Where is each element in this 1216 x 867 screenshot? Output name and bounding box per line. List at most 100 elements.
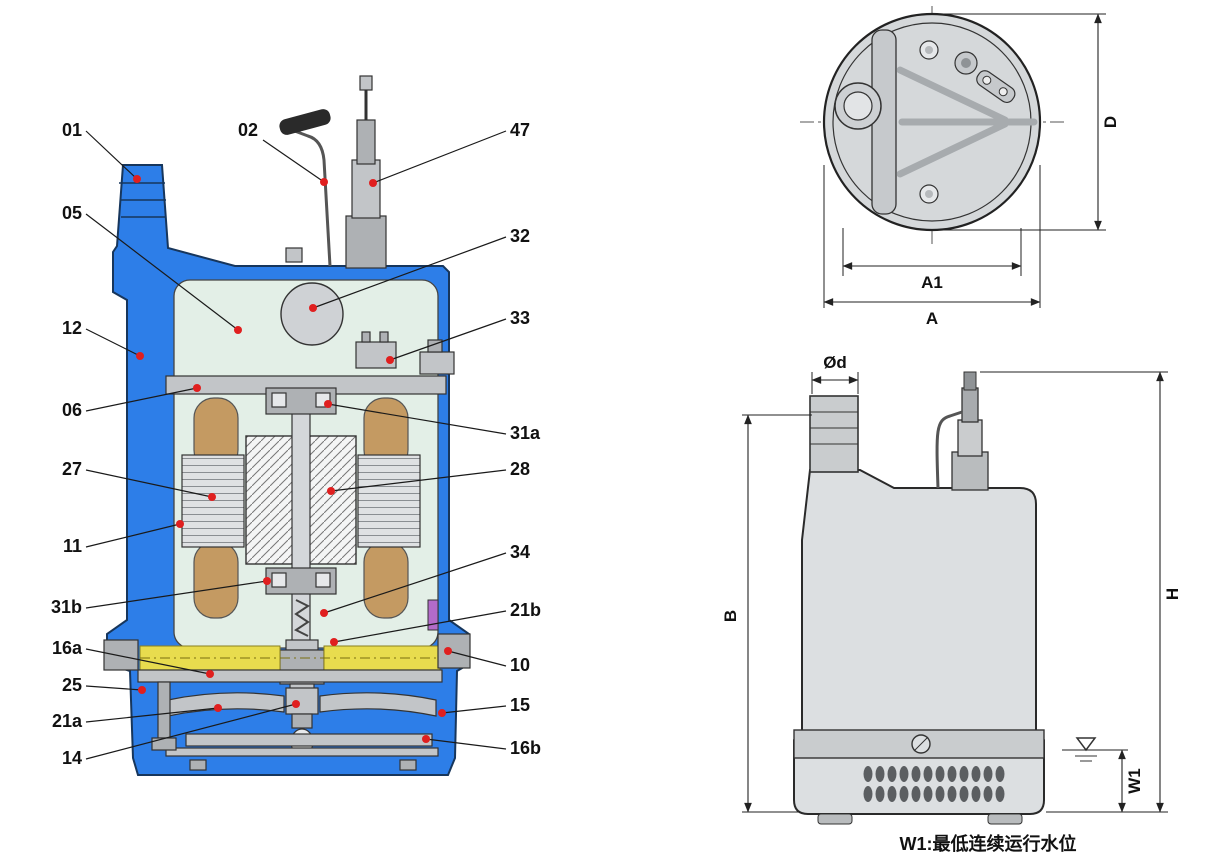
callout-25-label: 25 (62, 675, 82, 695)
dim-B-label: B (721, 610, 740, 622)
cable-gland (345, 75, 387, 269)
stator-core (181, 454, 245, 548)
callout-21a: 21a (52, 704, 222, 731)
cover-bolt-center (925, 46, 933, 54)
callout-28: 28 (327, 459, 530, 495)
stator-winding (193, 541, 239, 619)
base-plate (165, 747, 439, 757)
callout-15: 15 (438, 695, 530, 717)
dim-H-label: H (1163, 588, 1182, 600)
callout-11-label: 11 (63, 536, 82, 556)
seal-spring (294, 599, 310, 637)
dim-od-label: Ød (823, 353, 847, 372)
discharge-hose-side (809, 395, 859, 473)
stator-core (357, 454, 421, 548)
callout-16a-label: 16a (52, 638, 83, 658)
callout-34: 34 (320, 542, 530, 617)
callout-01-label: 01 (62, 120, 82, 140)
callout-47: 47 (369, 120, 530, 187)
callout-05-label: 05 (62, 203, 82, 223)
volute-flange (437, 633, 471, 669)
callout-25: 25 (62, 675, 146, 695)
top-view: D A1 A (800, 6, 1120, 328)
float-clip (976, 70, 1016, 104)
cable-assembly-side (935, 371, 989, 491)
callout-16a: 16a (52, 638, 214, 678)
callouts: 01 05 12 06 27 11 (51, 120, 541, 768)
impeller-nut (291, 713, 313, 729)
callout-33: 33 (386, 308, 530, 364)
callout-12-label: 12 (62, 318, 82, 338)
callout-02: 02 (238, 120, 328, 186)
strainer-slots (863, 766, 1005, 802)
callout-31a-label: 31a (510, 423, 541, 443)
carry-handle (279, 109, 332, 267)
impeller-hub (285, 687, 319, 715)
oil-plug (103, 639, 139, 671)
callout-16b-label: 16b (510, 738, 541, 758)
water-level-symbol (1075, 737, 1097, 762)
callout-15-label: 15 (510, 695, 530, 715)
callout-10-label: 10 (510, 655, 530, 675)
foot-bolt (189, 759, 207, 771)
pump-body-side (793, 469, 1045, 815)
side-view: Ød B H W1 W1:最低连续运行水位 (721, 353, 1182, 854)
foot (817, 813, 853, 825)
seal-ring (427, 599, 439, 631)
capacitor (280, 282, 344, 346)
callout-06-label: 06 (62, 400, 82, 420)
callout-27: 27 (62, 459, 216, 501)
oil-chamber-plate (137, 669, 443, 683)
caption-w1: W1:最低连续运行水位 (900, 833, 1077, 854)
callout-05: 05 (62, 203, 242, 334)
tie-bolt (157, 681, 171, 739)
cover-ribs (896, 66, 1038, 178)
callout-02-label: 02 (238, 120, 258, 140)
discharge-port-bore (843, 91, 873, 121)
callout-27-label: 27 (62, 459, 82, 479)
bottom-plate (185, 733, 433, 747)
callout-21b: 21b (330, 600, 541, 646)
cover-bolt (285, 247, 303, 263)
callout-21b-label: 21b (510, 600, 541, 620)
callout-12: 12 (62, 318, 144, 360)
handle-top-view (871, 29, 897, 215)
thermal-protector (355, 341, 397, 369)
callout-33-label: 33 (510, 308, 530, 328)
seal-washer (285, 639, 319, 651)
dim-A-label: A (926, 309, 938, 328)
callout-47-label: 47 (510, 120, 530, 140)
dim-D-label: D (1101, 116, 1120, 128)
foot-bolt (399, 759, 417, 771)
callout-34-label: 34 (510, 542, 530, 562)
right-wall-fixture (419, 351, 455, 375)
stator-winding (363, 541, 409, 619)
protector-bolt (361, 331, 371, 343)
callout-32: 32 (309, 226, 530, 312)
protector-bolt (379, 331, 389, 343)
cross-section-view: 01 05 12 06 27 11 (51, 75, 541, 776)
cable-gland-bore (961, 58, 971, 68)
callout-28-label: 28 (510, 459, 530, 479)
callout-10: 10 (444, 647, 530, 675)
callout-06: 06 (62, 384, 201, 420)
callout-31b: 31b (51, 577, 271, 617)
dim-W1-label: W1 (1125, 768, 1144, 794)
callout-31b-label: 31b (51, 597, 82, 617)
volute-shroud (319, 692, 437, 717)
callout-21a-label: 21a (52, 711, 83, 731)
callout-32-label: 32 (510, 226, 530, 246)
callout-31a: 31a (324, 400, 541, 443)
foot (987, 813, 1023, 825)
callout-01: 01 (62, 120, 141, 183)
callout-14: 14 (62, 700, 300, 768)
tie-bolt-head (151, 737, 177, 751)
dim-A1-label: A1 (921, 273, 943, 292)
lower-bearing (265, 567, 337, 595)
cover-bolt-center (925, 190, 933, 198)
callout-14-label: 14 (62, 748, 82, 768)
callout-16b: 16b (422, 735, 541, 758)
discharge-hose-ribs (119, 182, 166, 218)
